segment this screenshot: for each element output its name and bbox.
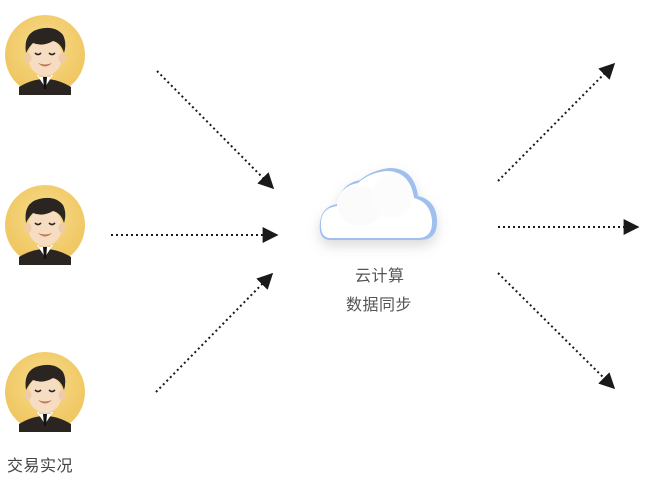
arrow-out-bottom <box>497 272 616 390</box>
cloud-label-sync: 数据同步 <box>346 295 413 314</box>
arrow-in-bottom <box>155 272 274 393</box>
avatar-top <box>4 14 86 96</box>
source-caption: 交易实况 <box>7 456 74 475</box>
avatar-middle <box>4 184 86 266</box>
cloud-label-compute: 云计算 <box>355 266 405 285</box>
arrow-out-top <box>497 62 616 182</box>
cloud-icon <box>319 168 438 240</box>
avatar-bottom <box>4 351 86 433</box>
arrow-in-top <box>156 70 275 190</box>
